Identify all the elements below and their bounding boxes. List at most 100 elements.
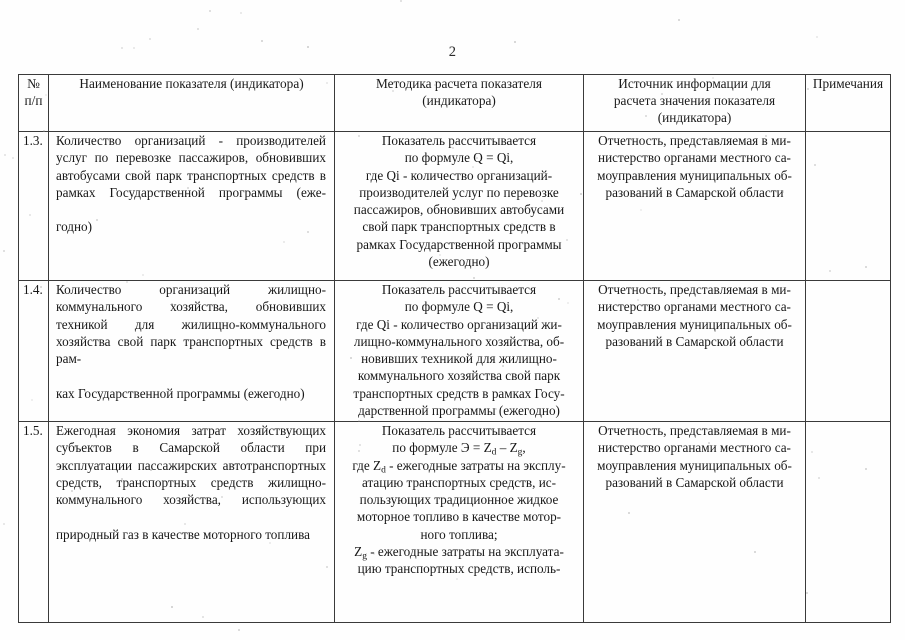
text-line: лищно-коммунального хозяйства, об- [353,333,565,349]
row-note-cell [805,131,891,281]
text-line: новивших техникой для жилищно- [361,351,557,367]
text-line: моуправления муниципальных об- [597,457,792,473]
scan-speckle [514,41,516,43]
row-name-text-last: ках Государственной программы (ежегодно) [56,385,305,401]
text-line: по формуле Q = Qi, [404,299,514,315]
table-row: 1.5. Ежегодная экономия затрат хозяйству… [18,421,891,623]
text-line: моуправления муниципальных об- [597,167,792,183]
table-body: 1.3. Количество организаций - производит… [18,131,891,623]
text-line: пассажиров, обновивших автобусами [353,202,565,218]
table-row: 1.3. Количество организаций - производит… [18,131,891,281]
text-line: моторное топливо в качестве мотор- [356,509,562,525]
row-source-text: Отчетность, представляемая в ми-нистерст… [590,132,799,201]
text-line: атацию транспортных средств, ис- [361,474,557,490]
row-method-text: Показатель рассчитывается по формуле Э = … [340,422,578,578]
row-method-text: Показатель рассчитывается по формуле Q = … [340,281,578,419]
row-number-cell: 1.4. [18,280,49,422]
row-source-cell: Отчетность, представляемая в ми-нистерст… [583,421,806,623]
text-line: где Qi - количество организаций жи- [356,316,562,332]
text-line: транспортных средств в рамках Госу- [353,385,565,401]
text-line: разований в Самарской области [605,333,784,349]
scan-speckle [816,36,818,38]
scan-speckle [149,38,151,40]
scan-speckle [261,40,263,42]
row-source-cell: Отчетность, представляемая в ми-нистерст… [583,280,806,422]
scan-speckle [400,0,402,2]
row-number: 1.4. [23,282,43,297]
text-line: Показатель рассчитывается [381,423,537,438]
row-name-cell: Количество организаций жилищно-коммуналь… [48,280,335,422]
text-line: пользующих традиционное жидкое [359,492,559,508]
scan-speckle [12,157,14,159]
row-number-cell: 1.3. [18,131,49,281]
row-name-cell: Ежегодная экономия затрат хозяйствующих … [48,421,335,623]
text-line: Отчетность, представляемая в ми- [598,133,791,148]
header-notes-line1: Примечания [812,76,884,91]
text-line: разований в Самарской области [605,184,784,200]
row-name-text: Ежегодная экономия затрат хозяйствующих … [56,423,326,508]
header-source-line1: Источник информации для [618,76,771,91]
text-line: по формуле Q = Qi, [404,150,514,166]
scan-speckle [678,19,680,21]
scan-speckle [240,12,242,14]
indicators-table: № п/п Наименование показателя (индикатор… [18,74,891,623]
text-line: разований в Самарской области [605,474,784,490]
text-line: (ежегодно) [428,253,490,269]
text-line: свой парк транспортных средств в [362,219,556,235]
row-number: 1.3. [23,133,43,148]
header-cell-number: № п/п [18,74,49,132]
row-note-cell [805,421,891,623]
row-source-cell: Отчетность, представляемая в ми-нистерст… [583,131,806,281]
row-source-text: Отчетность, представляемая в ми-нистерст… [590,281,799,350]
text-line: где Zd - ежегодные затраты на эксплу- [352,457,566,475]
row-name-text-last: годно) [56,219,93,235]
text-line: Показатель рассчитывается [381,282,537,297]
scan-speckle [238,629,240,631]
row-source-text: Отчетность, представляемая в ми-нистерст… [590,422,799,491]
header-source-line3: (индикатора) [657,110,732,126]
header-cell-method: Методика расчета показателя (индикатора) [334,74,584,132]
table-header: № п/п Наименование показателя (индикатор… [18,74,891,132]
scan-speckle [197,28,199,30]
text-line: Отчетность, представляемая в ми- [598,282,791,297]
text-line: Отчетность, представляемая в ми- [598,423,791,438]
row-number-cell: 1.5. [18,421,49,623]
row-name-text: Количество организаций жилищно-коммуналь… [56,282,326,367]
header-source-line2: расчета значения показателя [613,93,776,109]
table-row: 1.4. Количество организаций жилищно-комм… [18,280,891,422]
scan-speckle [3,250,5,252]
text-line: ного топлива; [420,526,498,542]
text-line: по формуле Э = Zd – Zg, [392,440,526,458]
text-line: рамках Государственной программы [356,236,562,252]
scan-speckle [4,154,6,156]
row-method-cell: Показатель рассчитывается по формуле Q = … [334,280,584,422]
row-name-text-last: природный газ в качестве моторного топли… [56,526,310,542]
page-number: 2 [448,44,457,60]
table-header-row: № п/п Наименование показателя (индикатор… [18,74,891,132]
header-name-line1: Наименование показателя (индикатора) [79,76,304,91]
header-cell-source: Источник информации для расчета значения… [583,74,806,132]
scan-speckle [209,10,211,12]
row-number: 1.5. [23,423,43,438]
text-line: где Qi - количество организаций- [365,167,553,183]
scan-speckle [3,523,5,525]
text-line: нистерство органами местного са- [598,440,791,456]
text-line: нистерство органами местного са- [598,299,791,315]
text-line: нистерство органами местного са- [598,150,791,166]
header-number-line2: п/п [24,93,43,109]
row-name-text: Количество организаций - производителей … [56,133,326,200]
text-line: производителей услуг по перевозке [359,184,559,200]
header-cell-name: Наименование показателя (индикатора) [48,74,335,132]
header-method-line1: Методика расчета показателя [376,76,542,91]
header-cell-notes: Примечания [805,74,891,132]
row-name-cell: Количество организаций - производителей … [48,131,335,281]
text-line: дарственной программы (ежегодно) [358,402,560,418]
row-method-cell: Показатель рассчитывается по формуле Э = … [334,421,584,623]
header-number-line1: № [27,76,40,91]
text-line: коммунального хозяйства свой парк [357,368,561,384]
text-line: цию транспортных средств, исполь- [357,561,561,577]
header-method-line2: (индикатора) [422,93,496,109]
